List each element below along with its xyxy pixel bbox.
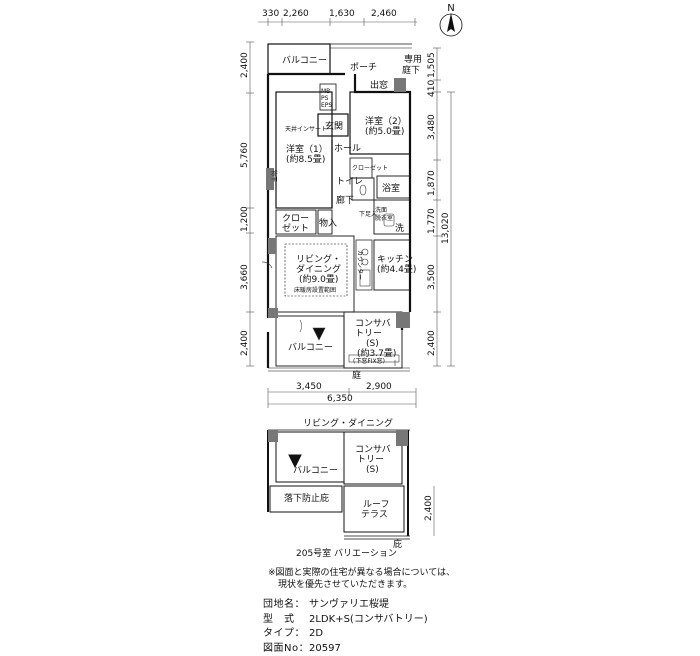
- info-value-drawing: 20597: [309, 643, 341, 654]
- dim-right-2: 410: [427, 80, 437, 97]
- variation-roof-2: テラス: [361, 509, 388, 520]
- label-wash: 洗: [395, 222, 404, 234]
- room-consv-3: (S): [366, 339, 379, 349]
- dim-top-4: 2,460: [371, 9, 397, 19]
- info-label-estate: 団地名：: [263, 598, 309, 613]
- variation-consv-3: (S): [366, 465, 379, 475]
- note-line-1: ※図面と実際の住宅が異なる場合については、: [268, 567, 455, 579]
- north-arrow-icon: N: [440, 3, 462, 36]
- dim-bottom-1: 3,450: [296, 382, 322, 392]
- dim-left-3: 1,200: [240, 206, 250, 232]
- dim-right-5: 1,770: [427, 208, 437, 234]
- variation-consv-1: コンサバ: [355, 444, 391, 455]
- dim-top-2: 2,260: [283, 9, 309, 19]
- dim-left-4: 3,660: [240, 264, 250, 290]
- room-washroom-2: 脱衣室: [375, 214, 393, 222]
- room-private-garden-2: 庭下: [402, 64, 420, 76]
- label-floor-heating: 床暖房設置範囲: [294, 286, 336, 294]
- info-value-type: 2LDK+S(コンサバトリー): [309, 614, 428, 625]
- room-bath: 浴室: [382, 182, 400, 194]
- dim-bottom-2: 2,900: [366, 382, 392, 392]
- label-eps: EPS: [321, 102, 332, 109]
- room-hall: ホール: [334, 143, 361, 154]
- label-mb: MB: [321, 88, 330, 95]
- room-kitchen-2: (約4.4畳): [377, 263, 416, 275]
- compass-label: N: [447, 3, 454, 14]
- room-toilet: トイレ: [336, 177, 363, 187]
- left-dimensions: [246, 42, 254, 366]
- dim-right-4: 1,870: [427, 170, 437, 196]
- room-storage: 物入: [319, 217, 337, 229]
- room-western2-name: 洋室（2）: [365, 115, 407, 127]
- room-consv-1: コンサバ: [355, 318, 391, 329]
- variation-fall-guard: 落下防止庇: [284, 492, 329, 504]
- variation-plan: [268, 430, 434, 539]
- info-value-estate: サンヴァリエ桜堤: [309, 599, 389, 610]
- top-dimensions: [258, 18, 417, 26]
- room-entrance: 玄関: [325, 120, 343, 132]
- room-closet-2: ゼット: [282, 222, 309, 234]
- room-western2-size: (約5.0畳): [365, 125, 404, 137]
- room-western1-size: (約8.5畳): [286, 153, 325, 165]
- room-kitchen-1: キッチン: [377, 254, 413, 265]
- note-line-2: 現状を優先させていただきます。: [268, 579, 455, 591]
- dim-right-total: 13,020: [441, 212, 451, 244]
- room-closet-1: クロー: [282, 213, 309, 224]
- room-private-garden-1: 専用: [404, 53, 422, 65]
- variation-living: リビング・ダイニング: [303, 417, 393, 429]
- disclaimer-note: ※図面と実際の住宅が異なる場合については、 現状を優先させていただきます。: [268, 567, 455, 591]
- info-label-drawing: 図面No：: [263, 642, 309, 656]
- variation-balcony: バルコニー: [293, 465, 338, 476]
- info-row-drawing: 図面No：20597: [263, 642, 428, 656]
- dim-top-3: 1,630: [329, 9, 355, 19]
- variation-caption: 205号室 バリエーション: [296, 547, 397, 559]
- room-corridor: 廊下: [336, 194, 354, 206]
- info-label-subtype: タイプ：: [263, 627, 309, 642]
- dim-left-1: 2,400: [240, 52, 250, 78]
- dim-top-1: 330: [262, 9, 279, 19]
- variation-roof-1: ルーフ: [363, 500, 389, 510]
- info-value-subtype: 2D: [309, 628, 323, 639]
- room-balcony-bottom: バルコニー: [288, 342, 333, 353]
- room-western1-name: 洋室（1）: [286, 143, 328, 155]
- variation-dim-right: 2,400: [424, 495, 434, 521]
- variation-consv-2: トリー: [357, 455, 384, 465]
- label-rack: 物干: [270, 170, 278, 182]
- room-living-3: (約9.0畳): [299, 273, 338, 285]
- info-label-type: 型 式: [263, 613, 309, 628]
- info-row-estate: 団地名：サンヴァリエ桜堤: [263, 598, 428, 613]
- label-ceiling-insert: 天井インサート: [285, 125, 327, 133]
- label-garden: 庭: [352, 369, 361, 381]
- dim-bottom-total: 6,350: [327, 394, 353, 404]
- label-closet-small: クローゼット: [352, 164, 388, 172]
- room-window: 出窓: [370, 79, 388, 91]
- room-consv-2: トリー: [355, 329, 382, 339]
- dim-right-7: 2,400: [427, 330, 437, 356]
- dim-right-1: 1,505: [427, 52, 437, 78]
- room-porch: ポーチ: [350, 62, 377, 73]
- room-living-1: リビング・: [296, 253, 341, 265]
- dim-left-2: 5,760: [240, 142, 250, 168]
- room-washroom-1: 洗面: [375, 206, 387, 214]
- room-living-2: ダイニング: [296, 263, 341, 275]
- label-counter: カウンター: [356, 250, 364, 280]
- dim-left-5: 2,400: [240, 330, 250, 356]
- label-ps: PS: [321, 95, 329, 102]
- dim-right-3: 3,480: [427, 114, 437, 140]
- label-fix-window: (下窓FIX窓): [353, 357, 385, 365]
- room-balcony-top: バルコニー: [282, 55, 327, 66]
- info-row-subtype: タイプ：2D: [263, 627, 428, 642]
- dim-right-6: 3,500: [427, 264, 437, 290]
